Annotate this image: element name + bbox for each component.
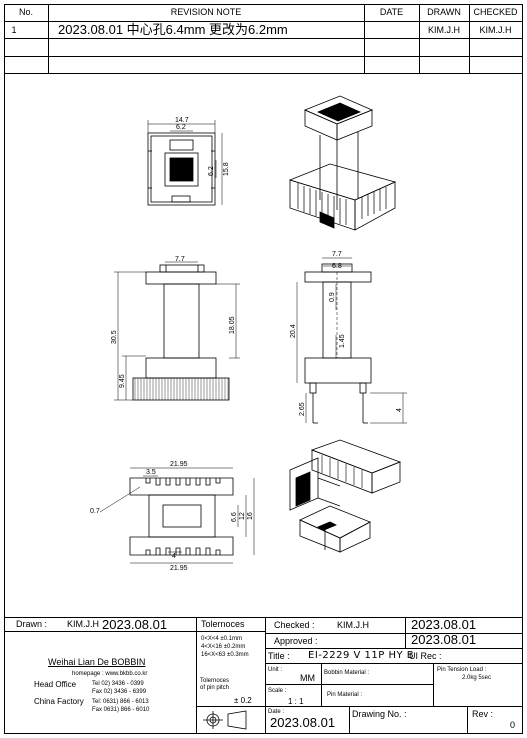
dim-front-top-width: 7.7 xyxy=(175,256,185,263)
tolerances-label: Tolernoces xyxy=(201,619,245,629)
dim-side-pin-right: 4 xyxy=(396,408,403,412)
ul-rec-label: UI Rec : xyxy=(409,651,442,661)
front-view xyxy=(114,261,240,401)
drawn-date: 2023.08.01 xyxy=(102,617,168,632)
dim-top-side-height: 15.8 xyxy=(223,162,230,176)
bottom-view xyxy=(99,467,255,564)
rev-header-no: No. xyxy=(18,7,33,17)
title-value: EI-2229 V 11P HY B xyxy=(308,650,415,661)
rev-row-drawn: KIM.J.H xyxy=(427,25,460,35)
rev-row-checked: KIM.J.H xyxy=(479,25,512,35)
tolerance-row-2: 4<X<16 ±0.2mm xyxy=(201,644,246,650)
tolerance-row-3: 16<X<63 ±0.3mm xyxy=(201,652,249,658)
dim-bottom-pin-pitch: 4 xyxy=(172,553,176,560)
dim-bottom-width-bottom: 21.95 xyxy=(170,565,188,572)
pin-tension-value: 2.0kg 5sec xyxy=(462,675,492,681)
scale-value: 1 : 1 xyxy=(288,697,304,706)
dim-top-side-small: 6.2 xyxy=(208,166,215,176)
projection-symbol-icon xyxy=(203,710,247,730)
checked-by: KIM.J.H xyxy=(337,620,370,630)
dim-bottom-h16: 16 xyxy=(247,512,254,520)
drawn-by: KIM.J.H xyxy=(67,619,100,629)
dim-side-height: 20.4 xyxy=(290,324,297,338)
dim-bottom-width-top: 21.95 xyxy=(170,461,188,468)
side-view xyxy=(296,257,407,424)
dim-side-inner: 6.8 xyxy=(332,263,342,270)
rev-row-no: 1 xyxy=(11,25,17,35)
rev-value: 0 xyxy=(510,720,516,730)
date-value: 2023.08.01 xyxy=(270,715,336,730)
dim-bottom-diag: 0.7 xyxy=(90,508,100,515)
dim-bottom-inner-h: 6.6 xyxy=(231,512,238,522)
china-factory-tel: Tel: 0631) 866 - 6013 xyxy=(92,699,149,705)
company-homepage: homepage : www.bkbb.co.kr xyxy=(72,671,148,677)
dim-side-pin-left: 2.65 xyxy=(299,402,306,416)
company-name: Weihai Lian De BOBBIN xyxy=(48,657,146,667)
rev-row-note: 2023.08.01 中心孔6.4mm 更改为6.2mm xyxy=(58,22,288,37)
pin-pitch-value: ± 0.2 xyxy=(234,696,252,705)
head-office-label: Head Office xyxy=(34,680,77,689)
iso-view-lower xyxy=(289,439,402,553)
dim-side-top-width: 7.7 xyxy=(332,251,342,258)
tolerance-row-1: 0<X<4 ±0.1mm xyxy=(201,636,242,642)
rev-header-checked: CHECKED xyxy=(473,7,518,17)
pin-material-label: Pin Material : xyxy=(327,692,363,698)
scale-label: Scale : xyxy=(268,688,287,694)
pin-tension-label: Pin Tension Load : xyxy=(437,667,487,673)
drawn-label: Drawn : xyxy=(16,619,48,629)
checked-date: 2023.08.01 xyxy=(411,617,477,632)
title-label: Title : xyxy=(268,651,290,661)
bobbin-material-label: Bobbin Material : xyxy=(324,670,370,676)
date-label: Date : xyxy=(268,709,285,715)
unit-value: MM xyxy=(300,673,315,683)
dim-front-height-total: 30.5 xyxy=(111,330,118,344)
dim-top-width: 14.7 xyxy=(175,117,189,124)
dim-bottom-pin-gap: 3.5 xyxy=(146,469,156,476)
dim-front-base-height: 9.45 xyxy=(119,374,126,388)
dimension-labels: 14.7 6.2 6.2 15.8 7.7 30.5 18.05 9.45 7.… xyxy=(90,117,403,572)
rev-header-date: DATE xyxy=(379,7,404,17)
head-office-fax: Fax 02) 3436 - 6399 xyxy=(92,689,147,695)
rev-header-note: REVISION NOTE xyxy=(170,7,242,17)
china-factory-label: China Factory xyxy=(34,697,84,706)
approved-date: 2023.08.01 xyxy=(411,632,477,647)
head-office-tel: Tel 02) 3436 - 0399 xyxy=(92,681,144,687)
china-factory-fax: Fax 0631) 866 - 6010 xyxy=(92,707,150,713)
dim-front-body-height: 18.05 xyxy=(229,316,236,334)
dim-top-inner: 6.2 xyxy=(176,124,186,131)
dim-bottom-h12: 12 xyxy=(239,512,246,520)
checked-label: Checked : xyxy=(274,620,315,630)
drawing-no-label: Drawing No. : xyxy=(352,709,407,719)
top-view xyxy=(147,120,223,206)
approved-label: Approved : xyxy=(274,636,318,646)
iso-view-upper xyxy=(288,95,397,231)
dim-side-top-gap: 0.9 xyxy=(329,292,336,302)
dim-side-lower: 1.45 xyxy=(339,334,346,348)
pin-pitch-label: Tolernoces of pin pitch xyxy=(200,678,230,692)
unit-label: Unit : xyxy=(268,667,283,673)
rev-label: Rev : xyxy=(472,709,494,719)
rev-header-drawn: DRAWN xyxy=(427,7,461,17)
